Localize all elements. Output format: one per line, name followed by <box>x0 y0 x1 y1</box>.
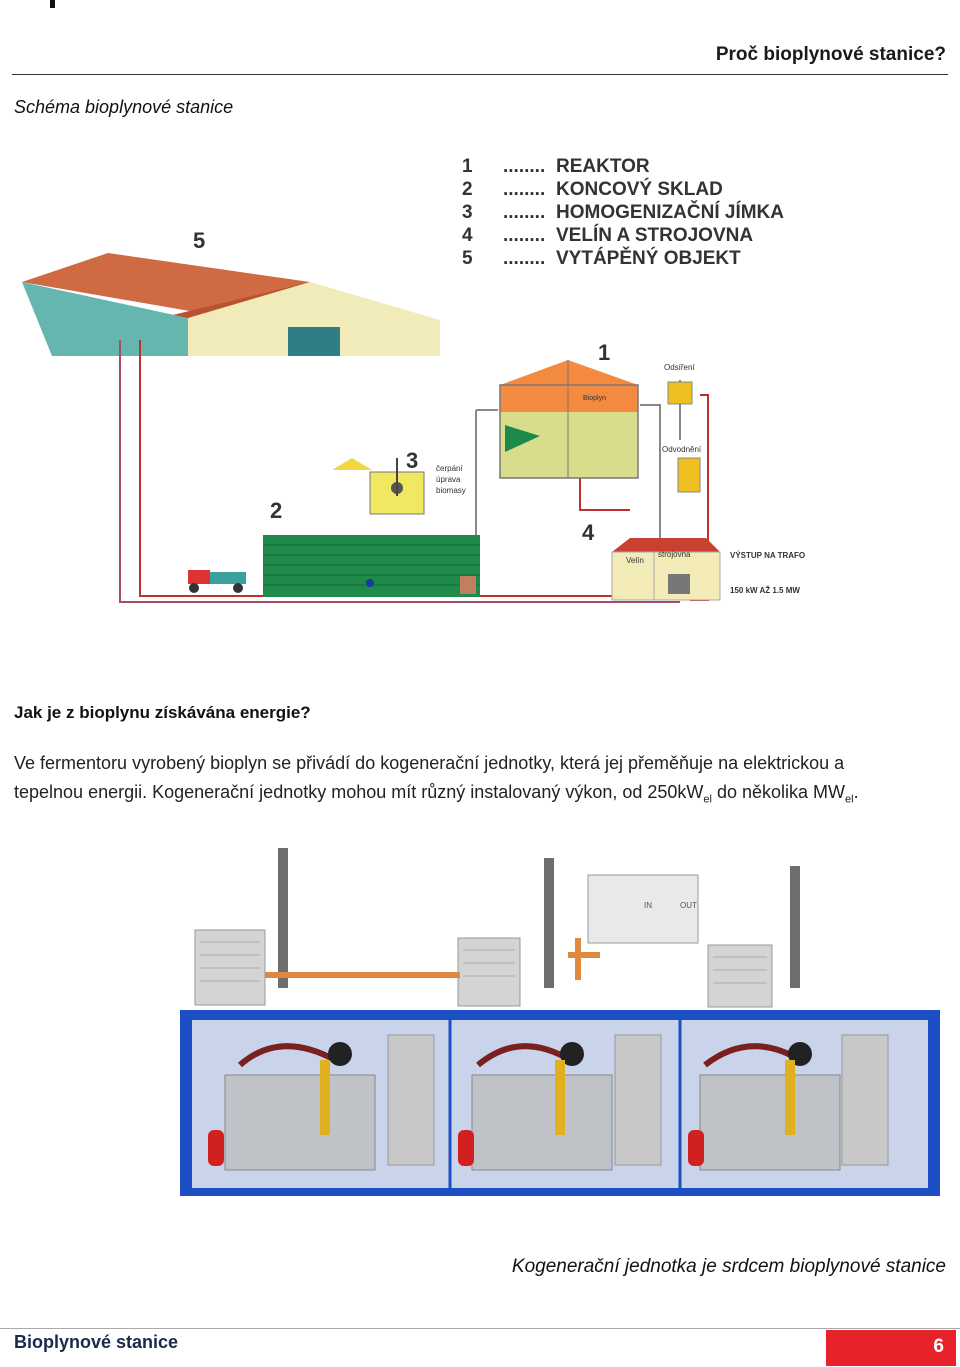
svg-text:........: ........ <box>503 156 545 177</box>
svg-text:VELÍN A STROJOVNA: VELÍN A STROJOVNA <box>556 224 753 246</box>
svg-text:........: ........ <box>503 202 545 223</box>
label-vykon: 150 kW AŽ 1.5 MW <box>730 586 800 595</box>
legend-item-2: 2 ........ KONCOVÝ SKLAD <box>462 178 723 200</box>
svg-text:Odsíření: Odsíření <box>664 363 695 372</box>
page-number: 6 <box>933 1336 944 1357</box>
marker-3: 3 <box>406 448 418 473</box>
svg-text:Odvodnění: Odvodnění <box>662 445 702 454</box>
legend-item-5: 5 ........ VYTÁPĚNÝ OBJEKT <box>462 247 741 269</box>
header-divider <box>12 74 948 75</box>
homogenization-tank: čerpání úprava biomasy <box>332 458 466 515</box>
control-room: Velín strojovna <box>611 538 721 601</box>
heat-pipes <box>265 938 600 980</box>
radiators <box>194 929 773 1008</box>
legend-item-1: 1 ........ REAKTOR <box>462 156 650 177</box>
gas-treatment-box: IN OUT <box>587 874 699 944</box>
subscript-el-2: el <box>845 793 854 806</box>
svg-text:KONCOVÝ SKLAD: KONCOVÝ SKLAD <box>556 178 723 200</box>
marker-5: 5 <box>193 228 205 253</box>
tractor-icon <box>188 570 246 593</box>
final-storage <box>263 535 480 597</box>
svg-text:........: ........ <box>503 248 545 269</box>
svg-text:OUT: OUT <box>680 901 697 910</box>
footer-title: Bioplynové stanice <box>14 1332 179 1352</box>
svg-text:5: 5 <box>462 248 473 269</box>
exhaust-stacks <box>278 848 800 988</box>
reactor: Bioplyn <box>499 360 639 479</box>
paragraph-line-2: tepelnou energii. Kogenerační jednotky m… <box>14 782 859 806</box>
page-number-badge: 6 <box>826 1330 956 1366</box>
header-title: Proč bioplynové stanice? <box>715 44 946 65</box>
dewatering-unit: Odvodnění <box>662 445 702 493</box>
svg-text:2: 2 <box>462 179 473 200</box>
heated-building <box>22 253 440 356</box>
engine-set-2 <box>458 1034 662 1171</box>
paragraph-line-1: Ve fermentoru vyrobený bioplyn se přivád… <box>14 753 845 773</box>
cogeneration-unit-image: IN OUT <box>180 848 940 1196</box>
label-vystup: VÝSTUP NA TRAFO <box>730 551 805 560</box>
svg-text:čerpání: čerpání <box>436 464 463 473</box>
marker-2: 2 <box>270 498 282 523</box>
legend-item-3: 3 ........ HOMOGENIZAČNÍ JÍMKA <box>462 201 784 223</box>
section-question: Jak je z bioplynu získávána energie? <box>14 703 311 722</box>
svg-text:........: ........ <box>503 179 545 200</box>
label-bioplyn: Bioplyn <box>583 395 606 402</box>
svg-text:VYTÁPĚNÝ OBJEKT: VYTÁPĚNÝ OBJEKT <box>556 247 741 269</box>
section-paragraph: Ve fermentoru vyrobený bioplyn se přivád… <box>14 749 934 815</box>
svg-text:HOMOGENIZAČNÍ JÍMKA: HOMOGENIZAČNÍ JÍMKA <box>556 201 784 223</box>
svg-text:3: 3 <box>462 202 473 223</box>
top-mark <box>50 0 55 8</box>
diagram-legend: 1 ........ REAKTOR 2 ........ KONCOVÝ SK… <box>462 156 784 269</box>
svg-text:strojovna: strojovna <box>658 550 691 559</box>
desulfurization-unit: Odsíření <box>664 363 695 405</box>
subscript-el-1: el <box>703 793 712 806</box>
svg-text:Velín: Velín <box>626 556 644 565</box>
svg-text:4: 4 <box>462 225 473 246</box>
legend-item-4: 4 ........ VELÍN A STROJOVNA <box>462 224 753 246</box>
svg-text:REAKTOR: REAKTOR <box>556 156 650 177</box>
engine-set-1 <box>208 1034 435 1171</box>
svg-text:1: 1 <box>462 156 473 177</box>
marker-4: 4 <box>582 520 595 545</box>
image-caption: Kogenerační jednotka je srdcem bioplynov… <box>511 1256 946 1277</box>
schema-caption: Schéma bioplynové stanice <box>14 97 234 117</box>
svg-text:úprava: úprava <box>436 475 461 484</box>
svg-text:biomasy: biomasy <box>436 486 466 495</box>
svg-text:IN: IN <box>644 901 652 910</box>
svg-text:........: ........ <box>503 225 545 246</box>
engine-set-3 <box>688 1034 889 1171</box>
marker-1: 1 <box>598 340 610 365</box>
footer-divider <box>0 1328 960 1329</box>
biogas-plant-diagram: 1 ........ REAKTOR 2 ........ KONCOVÝ SK… <box>22 156 805 603</box>
